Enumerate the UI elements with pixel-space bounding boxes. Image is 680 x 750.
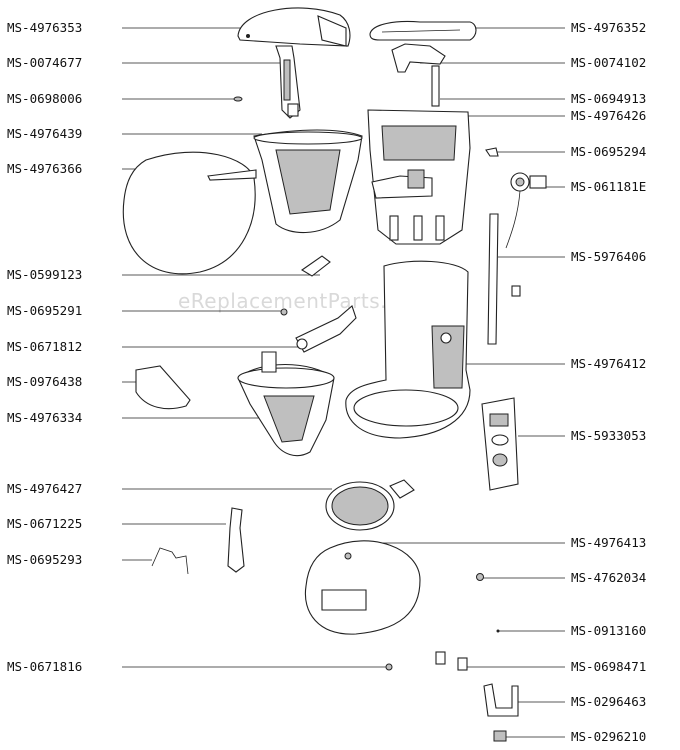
label-ms-4976366: MS-4976366 bbox=[7, 161, 83, 176]
heating-element-part bbox=[483, 683, 519, 717]
label-ms-0976438: MS-0976438 bbox=[7, 374, 83, 389]
label-ms-4976427: MS-4976427 bbox=[7, 481, 83, 496]
drip-stop-part bbox=[135, 365, 191, 410]
nut-part bbox=[476, 573, 484, 581]
heater-connector-part bbox=[505, 172, 547, 249]
leader-lines-right bbox=[382, 27, 565, 738]
small-clip-part bbox=[485, 147, 499, 157]
label-ms-4976353: MS-4976353 bbox=[7, 20, 83, 35]
label-ms-0599123: MS-0599123 bbox=[7, 267, 83, 282]
label-ms-0698006: MS-0698006 bbox=[7, 91, 83, 106]
foot-part bbox=[385, 663, 393, 671]
water-tube-part bbox=[487, 213, 499, 345]
label-ms-0671816: MS-0671816 bbox=[7, 659, 83, 674]
wire-spring-part bbox=[151, 547, 189, 575]
small-disc-part bbox=[233, 96, 243, 102]
label-ms-5976406: MS-5976406 bbox=[571, 249, 647, 264]
label-ms-0695293: MS-0695293 bbox=[7, 552, 83, 567]
label-ms-0695294: MS-0695294 bbox=[571, 144, 647, 159]
label-ms-4976412: MS-4976412 bbox=[571, 356, 647, 371]
label-ms-0694913: MS-0694913 bbox=[571, 91, 647, 106]
label-ms-0296210: MS-0296210 bbox=[571, 729, 647, 744]
label-ms-0695291: MS-0695291 bbox=[7, 303, 83, 318]
spout-head-part bbox=[391, 43, 446, 107]
filter-basket-part bbox=[237, 351, 335, 457]
lid-part bbox=[237, 7, 351, 47]
control-panel-part bbox=[481, 397, 519, 491]
warming-plate-part bbox=[325, 479, 415, 531]
label-ms-0671812: MS-0671812 bbox=[7, 339, 83, 354]
main-body-part bbox=[345, 260, 471, 439]
top-cover-part bbox=[369, 20, 477, 41]
switch-part bbox=[493, 730, 507, 742]
filter-holder-part bbox=[253, 129, 363, 234]
label-ms-0698471: MS-0698471 bbox=[571, 659, 647, 674]
tiny-screw-part bbox=[496, 629, 500, 633]
label-ms-0074102: MS-0074102 bbox=[571, 55, 647, 70]
bracket-part bbox=[227, 507, 245, 573]
lever-part bbox=[295, 305, 357, 353]
base-plate-part bbox=[304, 540, 421, 635]
label-ms-0074677: MS-0074677 bbox=[7, 55, 83, 70]
label-ms-4976426: MS-4976426 bbox=[571, 108, 647, 123]
tube-cap-part bbox=[511, 285, 521, 297]
label-ms-0671225: MS-0671225 bbox=[7, 516, 83, 531]
swing-door-part bbox=[122, 151, 257, 275]
label-ms-4762034: MS-4762034 bbox=[571, 570, 647, 585]
leader-lines-left bbox=[122, 27, 388, 668]
fuse-part bbox=[435, 651, 468, 671]
label-ms-4976413: MS-4976413 bbox=[571, 535, 647, 550]
valve-arm-part bbox=[275, 45, 301, 119]
small-pin-part bbox=[300, 255, 331, 277]
label-ms-061181e: MS-061181E bbox=[571, 179, 647, 194]
label-ms-4976439: MS-4976439 bbox=[7, 126, 83, 141]
label-ms-0913160: MS-0913160 bbox=[571, 623, 647, 638]
screw-part bbox=[280, 308, 288, 316]
upper-housing-part bbox=[367, 109, 471, 245]
label-ms-5933053: MS-5933053 bbox=[571, 428, 647, 443]
label-ms-4976352: MS-4976352 bbox=[571, 20, 647, 35]
label-ms-0296463: MS-0296463 bbox=[571, 694, 647, 709]
label-ms-4976334: MS-4976334 bbox=[7, 410, 83, 425]
